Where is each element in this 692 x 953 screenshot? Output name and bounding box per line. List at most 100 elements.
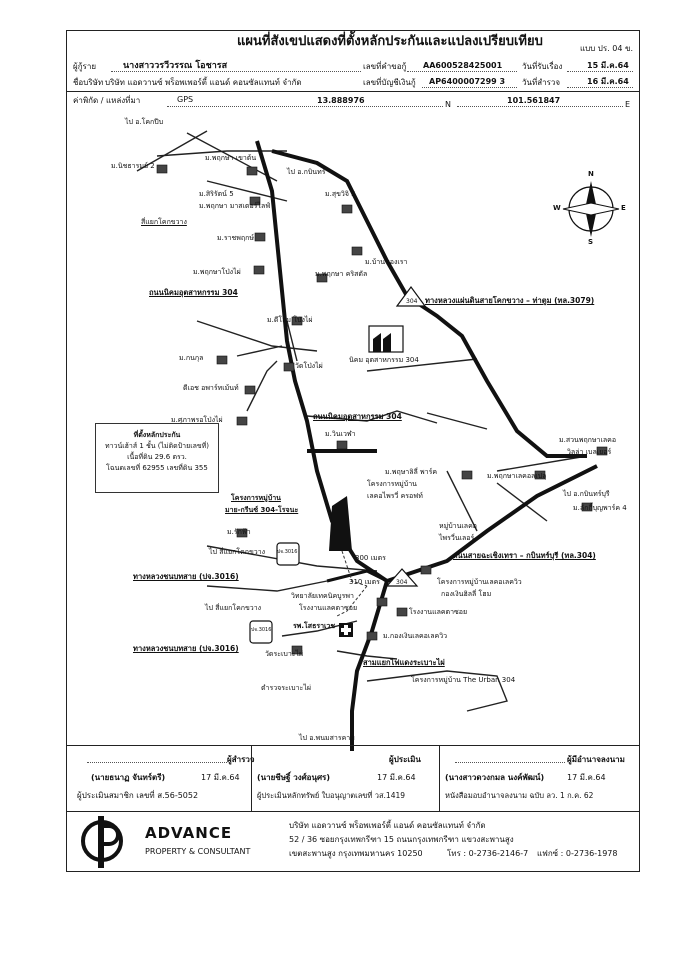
label-proj-urban: โครงการหมู่บ้าน The Urban 304 [411, 676, 516, 684]
survey-date-label: วันที่สำรวจ [522, 78, 561, 87]
label-dist-300: 300 เมตร [355, 554, 386, 562]
footer-tel: โทร : 0-2736-2146-7 [447, 849, 529, 858]
shield-label-3016b: ปจ.3016 [251, 627, 272, 633]
label-proj-highlight-1: โครงการหมู่บ้าน [231, 494, 281, 502]
label-rajphruek: ม.ราชพฤกษ์ [217, 234, 254, 242]
evaluator-date: 17 มี.ค.64 [377, 773, 416, 782]
label-sukchai: ม.สุขวิจิ 5 [325, 190, 356, 198]
footer-address-2: เขตสะพานสูง กรุงเทพมหานคร 10250 [289, 849, 423, 858]
company-label: ชื่อบริษัท [73, 78, 104, 87]
customer-label: ผู้กู้ราย [73, 62, 97, 71]
label-suanphruksa: ม.สวนพฤกษาเลคอ [559, 436, 617, 444]
route-shield-3016b [249, 620, 273, 644]
label-wat-pong: วัดโป่งไผ่ [295, 362, 323, 370]
label-supapong: ม.ศุภาพรอโป่งไผ่ [171, 416, 223, 424]
route-shield-3016a [276, 542, 300, 566]
box-line-4: โฉนดเลขที่ 62955 เลขที่ดิน 355 [106, 464, 208, 472]
label-ms-pong: ม.ดีโฮม โป่งไผ่ [267, 316, 313, 324]
customer-name: นางสาววรวีวรรณ โอชารส [123, 61, 228, 71]
label-lh-apartment: ดีเอช อพาร์ทเม้นท์ [183, 384, 239, 392]
longitude: 101.561847 [507, 96, 561, 105]
form-number: แบบ ปร. 04 ข. [579, 44, 633, 53]
footer-company: บริษัท แอดวานซ์ พร็อพเพอร์ตี้ แอนด์ คอนซ… [289, 821, 486, 830]
road-chachoengsao: ถนนสายฉะเชิงเทรา – กบินทร์บุรี (ทล.304) [453, 551, 596, 560]
survey-date: 16 มี.ค.64 [587, 77, 629, 86]
label-nitchathorn: ม.นิชธารมย์ 2 [111, 162, 155, 170]
label-m-winwa: ม.วินเวฬา [325, 430, 356, 438]
page-title: แผนที่สังเขปแสดงที่ตั้งหลักประกันและแปลง… [237, 34, 543, 49]
authorized-role: ผู้มีอำนาจลงนาม [567, 755, 625, 764]
shield-label-304b: 304 [396, 579, 408, 586]
map-drawing [136, 130, 620, 751]
brand-sub: PROPERTY & CONSULTANT [145, 847, 251, 856]
road-hw-3016b: ทางหลวงชนบทสาย (ปจ.3016) [133, 644, 239, 653]
company-name: บริษัท แอดวานซ์ พร็อพเพอร์ตี้ แอนด์ คอนซ… [105, 78, 302, 87]
request-no: AA600528425001 [423, 61, 503, 70]
evaluator-role: ผู้ประเมินหลักทรัพย์ ใบอนุญาตเลขที่ วส.1… [257, 791, 406, 800]
surveyor-role: ผู้สำรวจ [227, 755, 255, 764]
brand-name: ADVANCE [145, 824, 233, 842]
signature-section: ผู้สำรวจ (นายธนาฏ จันทร์ตรี) 17 มี.ค.64 … [67, 745, 639, 812]
box-line-3: เนื้อที่ดิน 29.6 ตรว. [127, 453, 187, 461]
label-hospital: รพ.โสธราเวช [293, 622, 336, 630]
label-junction-khokkwang: สี่แยกโคกขวาง [141, 218, 187, 226]
coord-source: GPS [177, 95, 194, 104]
label-college: วิทยาลัยเทคนิคบูรพา [291, 592, 354, 600]
road-junction-rabaeng: สามแยกไฟแดงระเบาะไผ่ [363, 658, 445, 667]
label-proj-hmu: โครงการหมู่บ้าน [367, 480, 417, 488]
compass-s: S [588, 238, 594, 246]
latitude-dir: N [445, 100, 451, 109]
label-m-pruksa-lake: ม.พฤกษาเลคอลเปลุ [487, 472, 547, 480]
received-date-label: วันที่รับเรื่อง [522, 62, 563, 71]
longitude-dir: E [625, 100, 631, 109]
label-proj-green-home: กองเงินฮิลลี่ โฮม [441, 590, 492, 598]
location-map: N S E W ไป อ.โคกปีบ ม.นิชธารมย์ 2 ม.พฤกษ… [67, 111, 639, 751]
footer: ADVANCE PROPERTY & CONSULTANT บริษัท แอด… [67, 811, 639, 872]
received-date: 15 มี.ค.64 [587, 61, 629, 70]
label-to-kabin: ไป อ.กบินทร์ [287, 168, 326, 176]
label-m-rakfa: ม.รักฟ้า [227, 528, 251, 536]
factory-icon [368, 325, 404, 353]
road-industrial-304: ถนนนิคมอุตสาหกรรม 304 [149, 288, 238, 297]
compass-n: N [588, 170, 594, 178]
shield-label-3016a: ปจ.3016 [277, 549, 298, 555]
valuation-map-sheet: แผนที่สังเขปแสดงที่ตั้งหลักประกันและแปลง… [66, 30, 640, 872]
label-m-lucky: ม.ลักกี้บุญพาร์ค 4 [573, 504, 627, 512]
label-village-lake2: ไพรวี่นเลอร์ [439, 534, 475, 542]
road-hw-3016: ทางหลวงชนบทสาย (ปจ.3016) [133, 572, 239, 581]
label-proj-highlight-2: มาย-กรีนซ์ 304-โรจนะ [225, 506, 299, 514]
compass-w: W [553, 204, 561, 212]
route-shield-304a [395, 285, 427, 307]
request-no-label: เลขที่คำขอกู้ [363, 62, 407, 71]
surveyor-name: (นายธนาฏ จันทร์ตรี) [91, 773, 166, 782]
label-proj-lake-villa2: โครงการหมู่บ้านเลคอเลควิว [437, 578, 522, 586]
label-dist-310: 310 เมตร [349, 578, 380, 586]
label-pruksa-master: ม.พฤกษา มาสเตอร์ไลฟ์ [199, 202, 271, 210]
label-proj-lake-villa: เลคอไพรวี่ ครอฟท์ [367, 492, 423, 500]
label-banthongrao: ม.บ้านของเรา [365, 258, 408, 266]
label-to-kabinburi: ไป อ.กบินทร์บุรี [563, 490, 610, 498]
label-mkungkul: ม.กนกุล [179, 354, 204, 362]
label-police: ตำรวจระเบาะไผ่ [261, 684, 311, 692]
coord-label: ค่าพิกัด / แหล่งที่มา [73, 96, 141, 105]
label-wat-rabaeng: วัดระเบาะไผ่ [265, 650, 304, 658]
label-pruksa-khopong: ม.พฤกษาโป่งไผ่ [193, 268, 241, 276]
collateral-info-box: ที่ตั้งหลักประกัน ทาวน์เฮ้าส์ 1 ชั้น (ไม… [95, 423, 219, 493]
authorized-name: (นางสาวดวงกมล นงค์พัฒน์) [445, 773, 545, 782]
compass-rose [562, 181, 620, 237]
label-to-khokkwang-1: ไป สี่แยกโคกขวาง [209, 548, 266, 556]
label-to-kokpip: ไป อ.โคกปีบ [125, 118, 164, 126]
label-industrial-estate: นิคม อุตสาหกรรม 304 [349, 356, 419, 364]
route-shield-304b [385, 568, 419, 587]
authorized-date: 17 มี.ค.64 [567, 773, 606, 782]
authorized-doc: หนังสือมอบอำนาจลงนาม ฉบับ ลว. 1 ก.ค. 62 [445, 791, 594, 800]
label-m-kongngoen: ม.กองเงินเลคอเลควิว [383, 632, 448, 640]
road-hw-3079: ทางหลวงแผ่นดินสายโคกขวาง – ท่าตูม (ทล.30… [425, 296, 595, 305]
label-factory-2: โรงงานแลคตาซอย [409, 608, 468, 616]
label-factory-1: โรงงานแลคตาซอย [299, 604, 358, 612]
compass-e: E [621, 204, 626, 212]
label-m-pruksa-park: ม.พฤษาลิลี่ พาร์ค [385, 468, 438, 476]
account-no-label: เลขที่บัญชีเงินกู้ [363, 78, 416, 87]
shield-label-304a: 304 [406, 298, 418, 305]
footer-fax: แฟกซ์ : 0-2736-1978 [537, 849, 618, 858]
